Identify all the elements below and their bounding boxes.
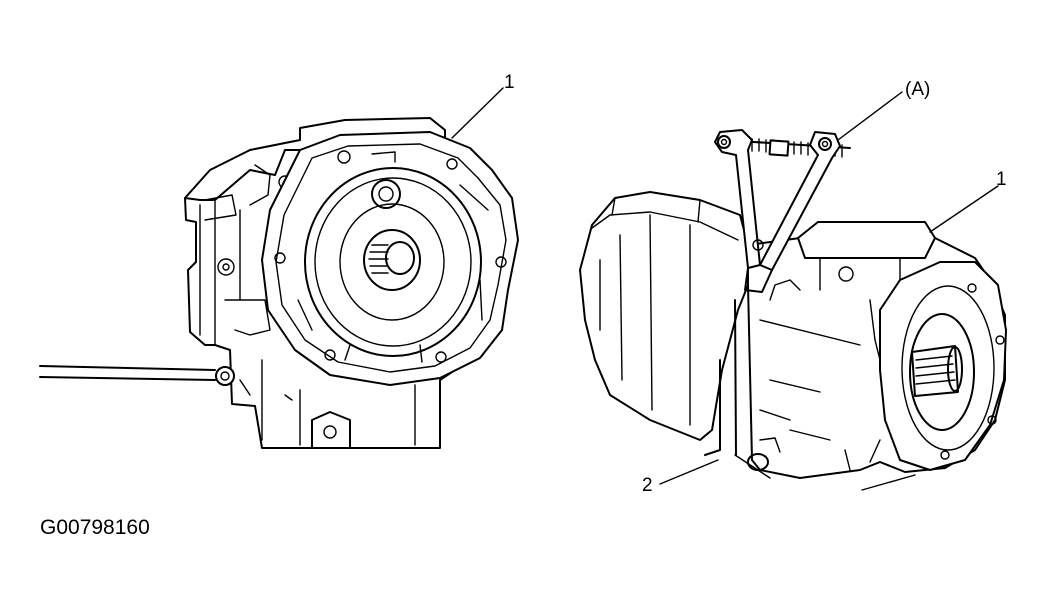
separator-tool-a [714,129,851,293]
leader-left-1 [451,87,504,139]
figure-id: G00798160 [40,516,150,539]
leader-right-1 [929,185,999,233]
callout-right-1: 1 [996,169,1007,190]
callout-left-1: 1 [504,72,515,93]
leader-a [837,91,903,141]
right-transmission-side-view [579,191,1007,491]
callout-2: 2 [642,475,653,496]
left-transmission-front-view [39,117,519,449]
callout-a: (A) [905,79,931,100]
leader-2 [659,459,719,485]
